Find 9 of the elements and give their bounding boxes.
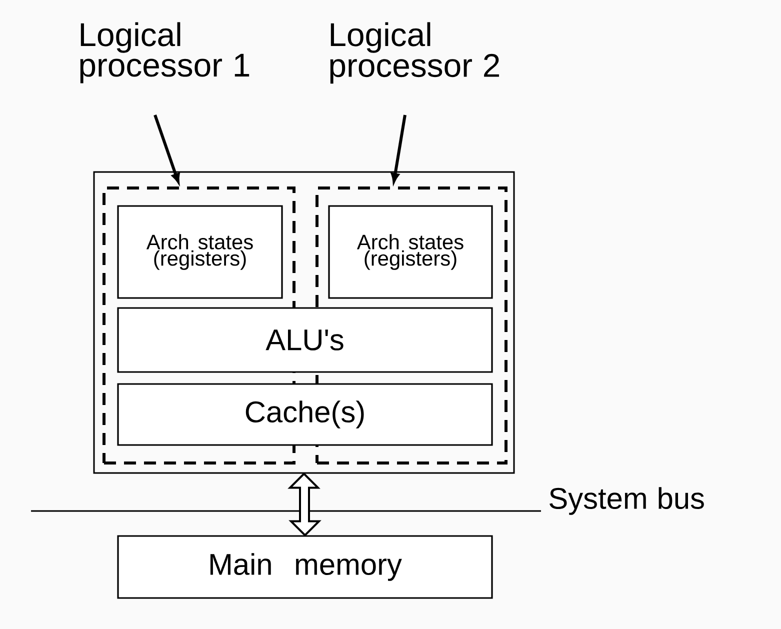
callout-label: Logical processor 2 [330, 22, 500, 84]
processor-box [93, 171, 515, 474]
callout-label: Logical processor 1 [80, 22, 250, 84]
component-box: Arch states (registers) [328, 205, 493, 299]
component-box: Arch states (registers) [117, 205, 283, 299]
bus-label: System bus [550, 487, 704, 515]
component-box: Cache(s) [117, 383, 493, 446]
component-box: Main memory [117, 535, 493, 599]
component-box: ALU's [117, 307, 493, 373]
